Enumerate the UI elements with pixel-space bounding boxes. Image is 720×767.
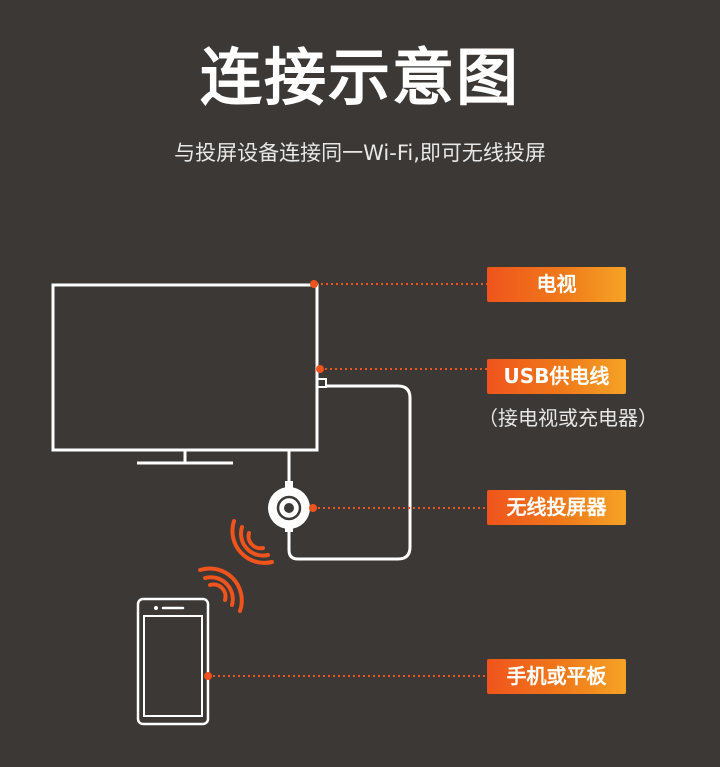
dongle-label: 无线投屏器 bbox=[487, 490, 626, 525]
page-subtitle: 与投屏设备连接同一Wi-Fi,即可无线投屏 bbox=[174, 141, 546, 165]
tv-screen-icon bbox=[51, 283, 319, 452]
usb-plug-icon bbox=[316, 378, 327, 388]
phone-icon bbox=[136, 597, 210, 726]
page-title: 连接示意图 bbox=[199, 41, 520, 114]
tv-label: 电视 bbox=[487, 267, 626, 302]
usb-cable-label: USB供电线 bbox=[487, 359, 626, 394]
usb-cable-line bbox=[287, 384, 412, 561]
dongle-wifi-icon bbox=[230, 519, 274, 565]
phone-wifi-icon bbox=[198, 566, 244, 613]
usb-cable-note: （接电视或充电器） bbox=[478, 406, 658, 430]
phone-label: 手机或平板 bbox=[487, 659, 626, 694]
